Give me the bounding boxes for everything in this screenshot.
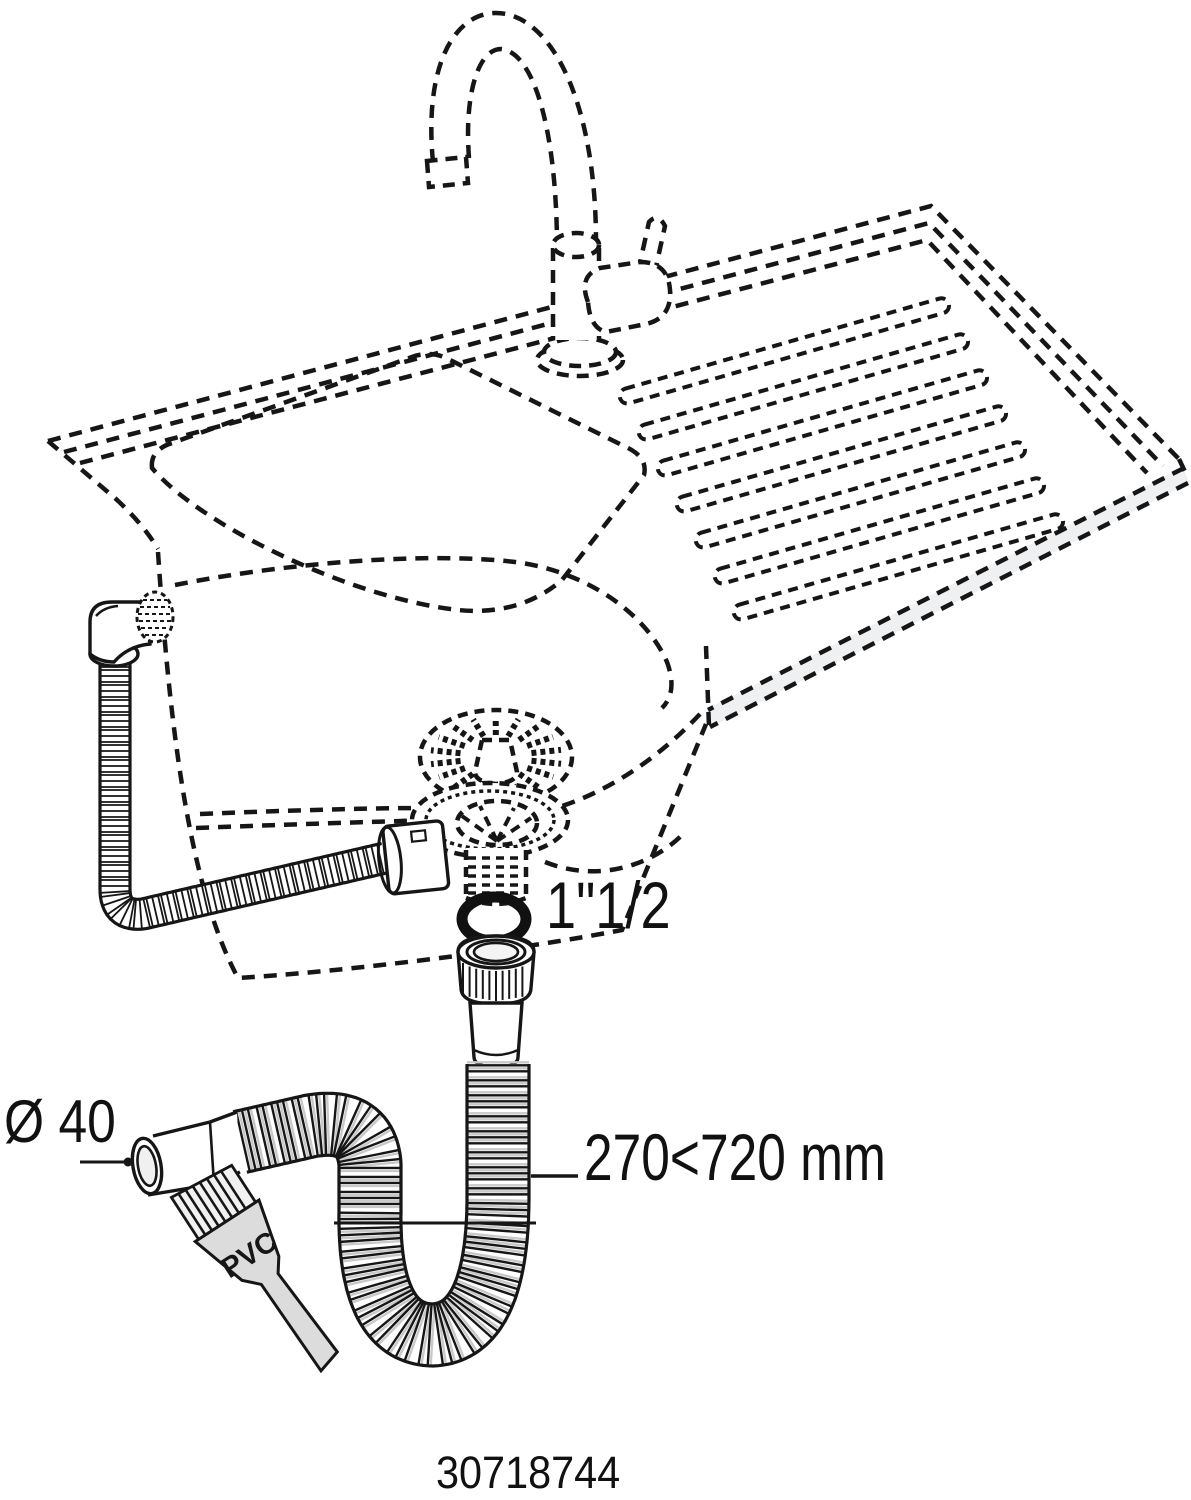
- sink-outline-drawing: [46, 203, 1190, 981]
- flexible-hose-drawing: [232, 1061, 531, 1368]
- overflow-elbow: [88, 600, 152, 664]
- overflow-hose-drawing: [88, 590, 389, 931]
- dimension-lines: [80, 1157, 578, 1225]
- overflow-grille: [135, 590, 175, 644]
- drain-strainer-drawing: [409, 707, 575, 907]
- pvc-brush-icon: PVC: [169, 1163, 340, 1374]
- outlet-diameter-label: Ø 40: [4, 1088, 116, 1155]
- faucet-drawing: [424, 10, 673, 379]
- drainboard-grooves: [617, 296, 1066, 622]
- strainer-knob: [472, 737, 520, 787]
- hose-nut-fitting: [456, 934, 536, 1069]
- brush-handle: [192, 1197, 340, 1374]
- faucet-handle: [582, 259, 673, 335]
- oring-size-label: 1"1/2: [546, 868, 671, 942]
- sink-bowl-opening: [149, 351, 647, 614]
- counter-front-face: [707, 467, 1189, 727]
- drain-side-connector: [376, 819, 451, 896]
- hose-length-label: 270<720 mm: [584, 1120, 886, 1194]
- part-number-label: 30718744: [436, 1447, 621, 1498]
